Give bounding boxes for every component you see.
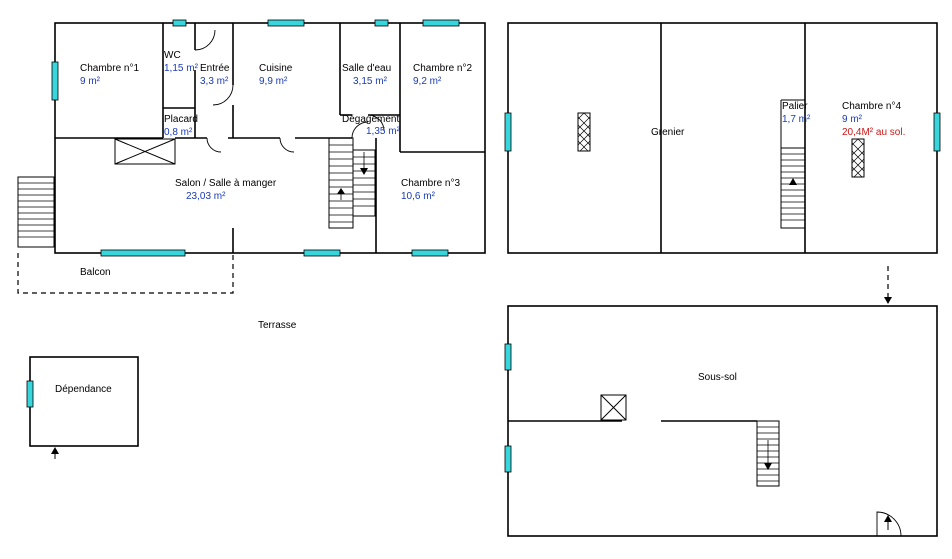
basement: Sous-sol: [504, 305, 938, 537]
room-name: Salle d'eau: [342, 63, 391, 74]
entry-steps: [17, 176, 55, 248]
upper-floor: Grenier Palier 1,7 m² Chambre n°4 9 m² 2…: [504, 22, 941, 254]
window: [933, 112, 941, 152]
window: [303, 249, 341, 257]
room-area: 23,03 m²: [186, 191, 226, 202]
ground-floor: Chambre n°1 9 m² WC 1,15 m² Entrée 3,3 m…: [17, 19, 486, 331]
room-area: 1,35 m²: [366, 126, 401, 137]
room-name: Chambre n°4: [842, 101, 901, 112]
basement-staircase: [756, 420, 780, 487]
upper-floor-outline: [507, 22, 938, 254]
room-area: 3,3 m²: [200, 76, 229, 87]
outbuilding-label: Dépendance: [55, 384, 112, 395]
window: [374, 19, 389, 27]
room-name: Chambre n°3: [401, 178, 460, 189]
room-area: 9 m²: [842, 114, 863, 125]
room-area: 1,7 m²: [782, 114, 811, 125]
window: [100, 249, 186, 257]
terrasse-label: Terrasse: [258, 320, 297, 331]
window: [422, 19, 460, 27]
room-name: Entrée: [200, 63, 230, 74]
room-area: 9,2 m²: [413, 76, 442, 87]
outbuilding: Dépendance: [26, 356, 139, 459]
window: [172, 19, 187, 27]
connection-arrow: [884, 266, 892, 304]
room-name: Salon / Salle à manger: [175, 178, 277, 189]
floor-area-note: 20,4M² au sol.: [842, 127, 905, 138]
room-area: 3,15 m²: [353, 76, 388, 87]
grenier-label: Grenier: [651, 127, 685, 138]
window: [26, 380, 34, 408]
window: [504, 112, 512, 152]
chimney-hatch: [577, 112, 591, 152]
window: [267, 19, 305, 27]
window: [411, 249, 449, 257]
window: [504, 445, 512, 473]
room-area: 0,8 m²: [164, 127, 193, 138]
room-name: Cuisine: [259, 63, 293, 74]
room-name: WC: [164, 50, 181, 61]
room-name: Placard: [164, 114, 198, 125]
room-area: 10,6 m²: [401, 191, 436, 202]
window: [51, 61, 59, 101]
room-name: Dégagement: [342, 114, 399, 125]
basement-opening: [600, 394, 627, 421]
balcon-outline: [17, 253, 234, 294]
room-area: 9 m²: [80, 76, 101, 87]
outbuilding-outline: [29, 356, 139, 447]
ground-floor-staircase: [328, 137, 376, 229]
room-name: Palier: [782, 101, 808, 112]
room-name: Chambre n°2: [413, 63, 472, 74]
basement-label: Sous-sol: [698, 372, 737, 383]
room-area: 1,15 m²: [164, 63, 199, 74]
chimney-hatch: [851, 138, 865, 178]
placard-cabinet: [114, 138, 176, 165]
balcon-label: Balcon: [80, 267, 111, 278]
room-name: Chambre n°1: [80, 63, 139, 74]
window: [504, 343, 512, 371]
room-area: 9,9 m²: [259, 76, 288, 87]
upper-floor-staircase: [780, 147, 806, 229]
